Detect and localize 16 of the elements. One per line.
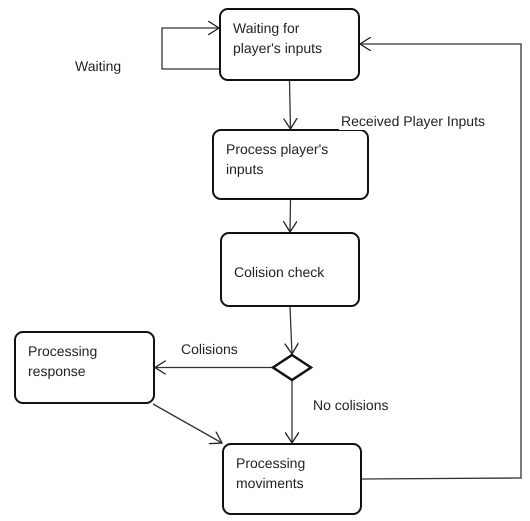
arrow [284, 306, 300, 355]
arrow [161, 20, 220, 70]
edge-label: Waiting [73, 58, 124, 75]
process-box: Process player's inputs [212, 129, 369, 200]
arrow [284, 381, 300, 444]
arrow [154, 360, 272, 376]
decision-diamond [272, 354, 312, 381]
edge-label: Received Player Inputs [339, 113, 487, 130]
process-box: Processing response [14, 331, 155, 404]
process-box: Processing moviments [222, 443, 362, 515]
arrow [359, 36, 522, 480]
arrow [282, 200, 298, 233]
process-box: Colision check [220, 232, 360, 307]
arrow [282, 80, 298, 130]
arrow [152, 403, 223, 444]
process-box: Waiting for player's inputs [219, 8, 360, 81]
